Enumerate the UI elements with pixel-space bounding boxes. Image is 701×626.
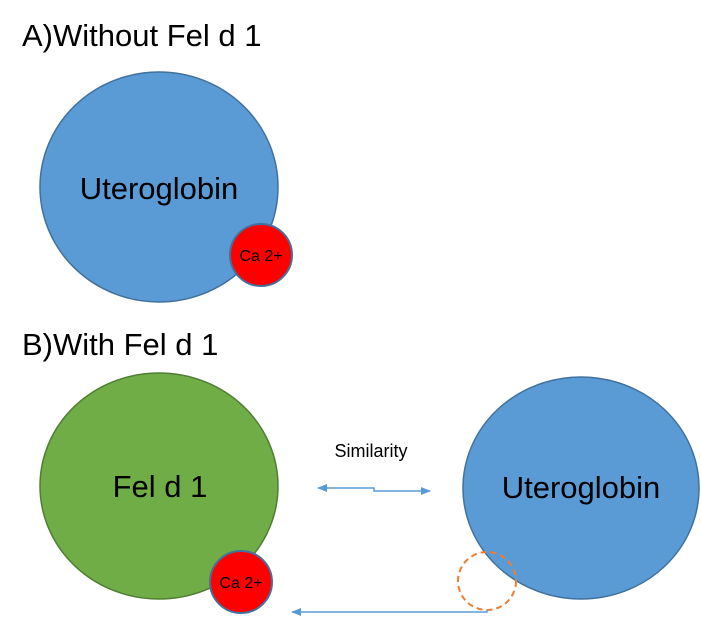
uteroglobin-circle-b xyxy=(462,376,700,600)
fel-d-1-circle xyxy=(39,372,279,600)
similarity-label: Similarity xyxy=(334,441,407,461)
fel-d-1-label: Fel d 1 xyxy=(113,469,208,504)
calcium-ion-a xyxy=(229,223,293,287)
transfer-arrow xyxy=(291,608,488,616)
panel-a-title: A)Without Fel d 1 xyxy=(22,18,262,53)
panel-a: Uteroglobin Ca 2+ xyxy=(39,71,293,303)
uteroglobin-circle-a xyxy=(39,71,279,303)
panel-b-title: B)With Fel d 1 xyxy=(22,327,219,362)
uteroglobin-label-b: Uteroglobin xyxy=(502,470,661,505)
panel-b: Fel d 1 Ca 2+ Uteroglobin Similarity xyxy=(39,372,700,616)
calcium-ion-label-a: Ca 2+ xyxy=(239,248,282,265)
similarity-double-arrow xyxy=(317,484,431,495)
uteroglobin-label-a: Uteroglobin xyxy=(80,171,239,206)
calcium-ion-b xyxy=(209,550,273,614)
calcium-ion-label-b: Ca 2+ xyxy=(219,575,262,592)
